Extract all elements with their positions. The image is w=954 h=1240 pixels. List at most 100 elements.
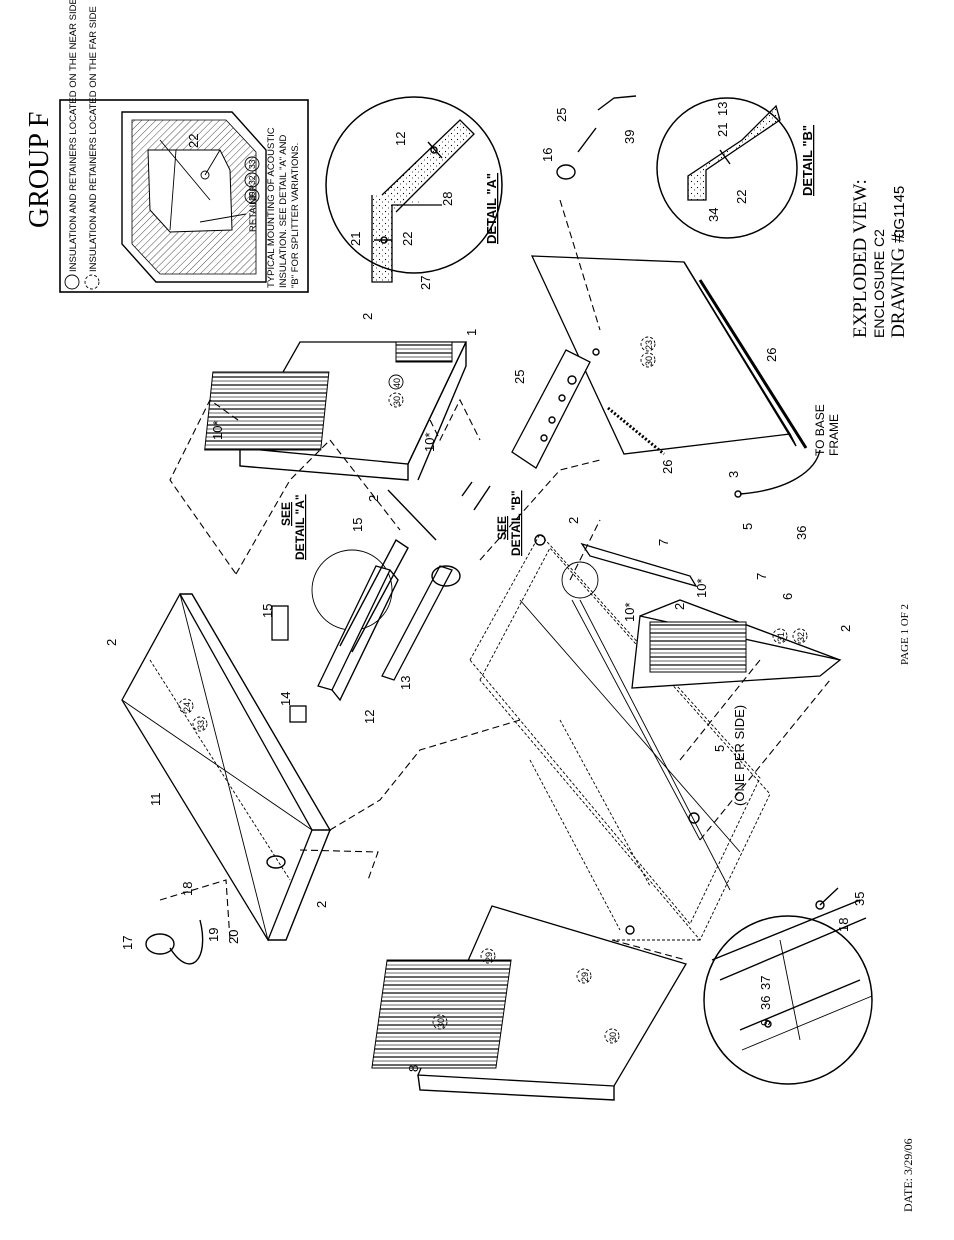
callout-2-a: 2 — [360, 313, 375, 320]
note-to-base-1: TO BASE — [813, 404, 827, 456]
callout-11: 11 — [148, 793, 163, 807]
callout-15-a: 15 — [260, 604, 275, 618]
callout-5-a: 5 — [740, 523, 755, 530]
detail-c: 9 36 37 18 35 — [703, 887, 873, 1085]
callout-20: 20 — [226, 930, 241, 944]
detail-b-label-13: 13 — [715, 102, 730, 116]
door-circled-23: 23 — [644, 340, 654, 350]
callout-26-a: 26 — [660, 460, 675, 474]
detail-c-label-37: 37 — [758, 976, 773, 990]
splitter-parts — [271, 481, 491, 723]
callout-2-b: 2 — [366, 495, 381, 502]
callout-10-a: 10* — [210, 420, 225, 440]
detail-c-label-36: 36 — [758, 996, 773, 1010]
title-line-1: EXPLODED VIEW: — [850, 179, 871, 338]
callout-2-e: 2 — [566, 517, 581, 524]
legend-retainer-code-3: 33 — [247, 159, 257, 169]
part-7-strip — [580, 542, 698, 588]
legend-retainer-code-2: 32 — [247, 175, 257, 185]
callout-25-b: 25 — [512, 370, 527, 384]
legend-box: INSULATION AND RETAINERS LOCATED ON THE … — [59, 0, 309, 293]
fittings-and-cables — [145, 95, 821, 965]
detail-a-label-12: 12 — [393, 132, 408, 146]
callout-8: 8 — [406, 1065, 421, 1072]
callout-7-a: 7 — [656, 539, 671, 546]
side-panel-circled-31: 31 — [776, 632, 786, 642]
detail-b-title: DETAIL "B" — [800, 125, 815, 196]
detail-c-label-18: 18 — [836, 918, 851, 932]
page-number: PAGE 1 OF 2 — [899, 604, 911, 665]
detail-b-label-34: 34 — [706, 208, 721, 222]
legend-typical-1: TYPICAL MOUNTING OF ACOUSTIC — [266, 127, 277, 288]
callout-10-d: 10* — [694, 578, 709, 598]
legend-typical-2: INSULATION. SEE DETAIL "A" AND — [278, 135, 289, 288]
detail-b-label-22: 22 — [734, 190, 749, 204]
detail-b: 21 13 34 22 DETAIL "B" — [656, 97, 815, 239]
callout-15-b: 15 — [350, 518, 365, 532]
legend-near-text: INSULATION AND RETAINERS LOCATED ON THE … — [68, 0, 79, 272]
legend-sketch — [121, 111, 267, 283]
detail-c-label-35: 35 — [852, 892, 867, 906]
group-title: GROUP F — [24, 112, 55, 228]
callout-17: 17 — [120, 936, 135, 950]
assembly-lines — [159, 398, 831, 961]
legend-near-symbol — [64, 274, 80, 290]
detail-a-label-21: 21 — [348, 232, 363, 246]
note-see-a-2: DETAIL "A" — [293, 494, 307, 560]
end-panel-circled-30a: 30 — [436, 1018, 446, 1028]
title-block: EXPLODED VIEW: ENCLOSURE C2 DRAWING #: 0… — [850, 179, 909, 338]
title-line-3-label: DRAWING #: — [888, 228, 909, 338]
top-panel-circled-33: 33 — [196, 720, 206, 730]
legend-retainer-code-1: 30 — [247, 191, 257, 201]
callout-18: 18 — [180, 882, 195, 896]
part-3-door: 30 23 — [530, 255, 808, 456]
callout-5-b: 5 — [712, 745, 727, 752]
callout-6: 6 — [780, 593, 795, 600]
door-circled-30: 30 — [644, 356, 654, 366]
callout-2-f: 2 — [672, 603, 687, 610]
top-panel-circled-24: 24 — [182, 702, 192, 712]
detail-a-label-28: 28 — [440, 192, 455, 206]
base-frame — [469, 533, 771, 941]
title-line-2: ENCLOSURE C2 — [871, 229, 887, 338]
callout-10-b: 10* — [422, 432, 437, 452]
callout-2-c: 2 — [104, 639, 119, 646]
end-panel-circled-30b: 30 — [608, 1032, 618, 1042]
rear-top-circled-30: 30 — [392, 396, 402, 406]
callout-3: 3 — [726, 471, 741, 478]
note-see-b-1: SEE — [495, 516, 509, 540]
legend-callout-22: 22 — [186, 134, 201, 148]
notes: SEE DETAIL "A" SEE DETAIL "B" (ONE PER S… — [279, 404, 841, 806]
part-callouts: 1 2 2 2 2 2 2 2 3 5 5 6 7 7 8 10* 10* 10… — [104, 108, 853, 1072]
date-stamp: DATE: 3/29/06 — [901, 1138, 915, 1212]
note-see-b-2: DETAIL "B" — [509, 490, 523, 556]
title-line-3-value: 0G1145 — [891, 186, 908, 238]
callout-1: 1 — [464, 329, 479, 336]
detail-a-label-27: 27 — [418, 276, 433, 290]
callout-10-c: 10* — [622, 602, 637, 622]
end-panel-circled-29a: 29 — [484, 952, 494, 962]
end-panel-circled-29b: 29 — [580, 972, 590, 982]
rear-top-circled-40: 40 — [392, 378, 402, 388]
legend-far-text: INSULATION AND RETAINERS LOCATED ON THE … — [88, 6, 99, 272]
callout-14: 14 — [278, 692, 293, 706]
callout-19: 19 — [206, 928, 221, 942]
legend-far-symbol — [84, 274, 100, 290]
part-11-top-panel: 24 33 — [121, 592, 332, 942]
callout-12: 12 — [362, 710, 377, 724]
detail-a: 12 28 22 21 27 DETAIL "A" — [325, 96, 503, 290]
detail-b-label-21: 21 — [715, 123, 730, 137]
callout-2-g: 2 — [838, 625, 853, 632]
callout-39: 39 — [622, 130, 637, 144]
note-see-a-1: SEE — [279, 502, 293, 526]
legend-retainer: RETAINER — [248, 185, 259, 232]
legend-typical-3: "B" FOR SPLITTER VARIATIONS. — [290, 143, 301, 288]
part-25-control-strip — [511, 349, 591, 469]
note-to-base-2: FRAME — [827, 414, 841, 456]
detail-c-label-9: 9 — [758, 1019, 773, 1026]
callout-7-b: 7 — [754, 573, 769, 580]
side-panel-circled-32: 32 — [796, 632, 806, 642]
part-6-side-panel: 31 32 — [631, 599, 842, 689]
